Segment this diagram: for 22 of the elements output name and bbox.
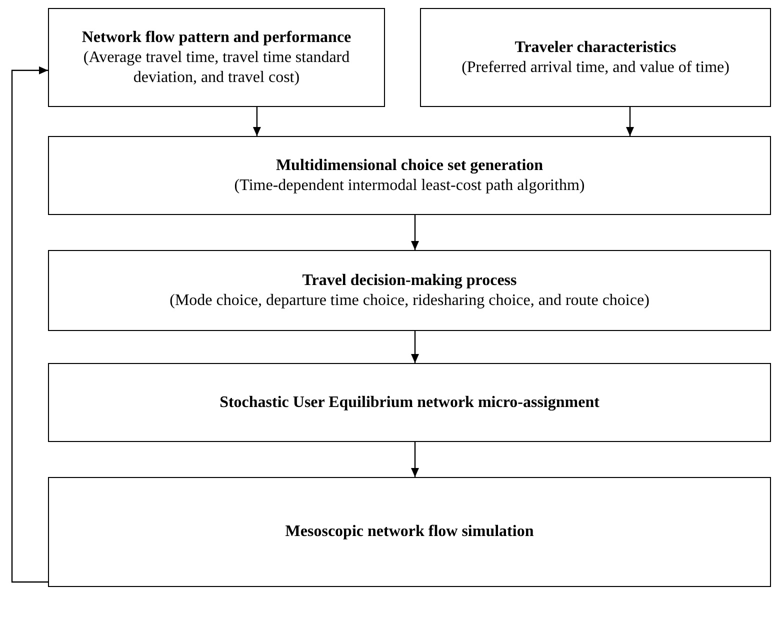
- process-box: [48, 363, 771, 442]
- box-heading: Travel decision-making process: [302, 270, 517, 290]
- arrow: [626, 107, 634, 136]
- arrow: [411, 331, 419, 363]
- arrow: [411, 215, 419, 250]
- process-box: [48, 136, 771, 215]
- arrow: [252, 107, 261, 136]
- process-box: [48, 8, 385, 107]
- box-heading: Multidimensional choice set generation: [276, 156, 544, 176]
- box-heading: Stochastic User Equilibrium network micro-assignment: [220, 392, 600, 412]
- box-heading: Traveler characteristics: [514, 38, 676, 58]
- process-box: [48, 477, 771, 587]
- box-heading: Mesoscopic network flow simulation: [285, 522, 534, 542]
- process-box: [420, 8, 771, 107]
- box-description: (Mode choice, departure time choice, ridesharing choice, and route choice): [170, 290, 650, 310]
- box-description: (Time-dependent intermodal least-cost path algorithm): [234, 176, 585, 196]
- box-description: (Preferred arrival time, and value of time): [462, 58, 730, 78]
- arrow: [11, 66, 48, 583]
- arrow: [411, 442, 419, 477]
- process-box: [48, 250, 771, 331]
- box-heading: Network flow pattern and performance: [82, 28, 352, 48]
- box-description: (Average travel time, travel time standard deviation, and travel cost): [82, 48, 351, 88]
